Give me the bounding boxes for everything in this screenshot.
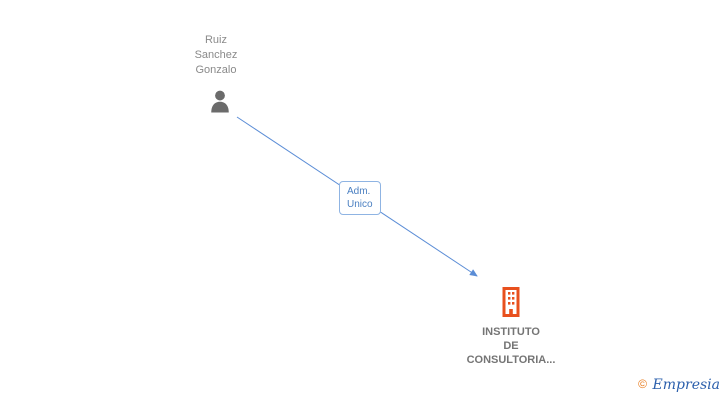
edge-label-line: Unico [347,199,373,210]
edge-relationship-label: Adm. Unico [339,181,381,215]
company-name-line: CONSULTORIA... [466,354,556,366]
person-icon[interactable] [206,88,234,116]
person-name-line: Sanchez [194,49,238,61]
building-icon[interactable] [499,287,523,317]
copyright-icon: © [638,377,647,391]
person-name-line: Ruiz [204,34,227,46]
company-name-line: INSTITUTO [482,326,540,338]
company-node-label[interactable]: INSTITUTO DE CONSULTORIA... [456,325,566,367]
empresia-logo[interactable]: © Empresia [638,377,720,393]
person-name-line: Gonzalo [195,64,237,76]
edge-label-line: Adm. [347,186,371,197]
person-node-label[interactable]: Ruiz Sanchez Gonzalo [175,33,257,78]
company-name-line: DE [503,340,519,352]
brand-name: Empresia [652,377,720,393]
